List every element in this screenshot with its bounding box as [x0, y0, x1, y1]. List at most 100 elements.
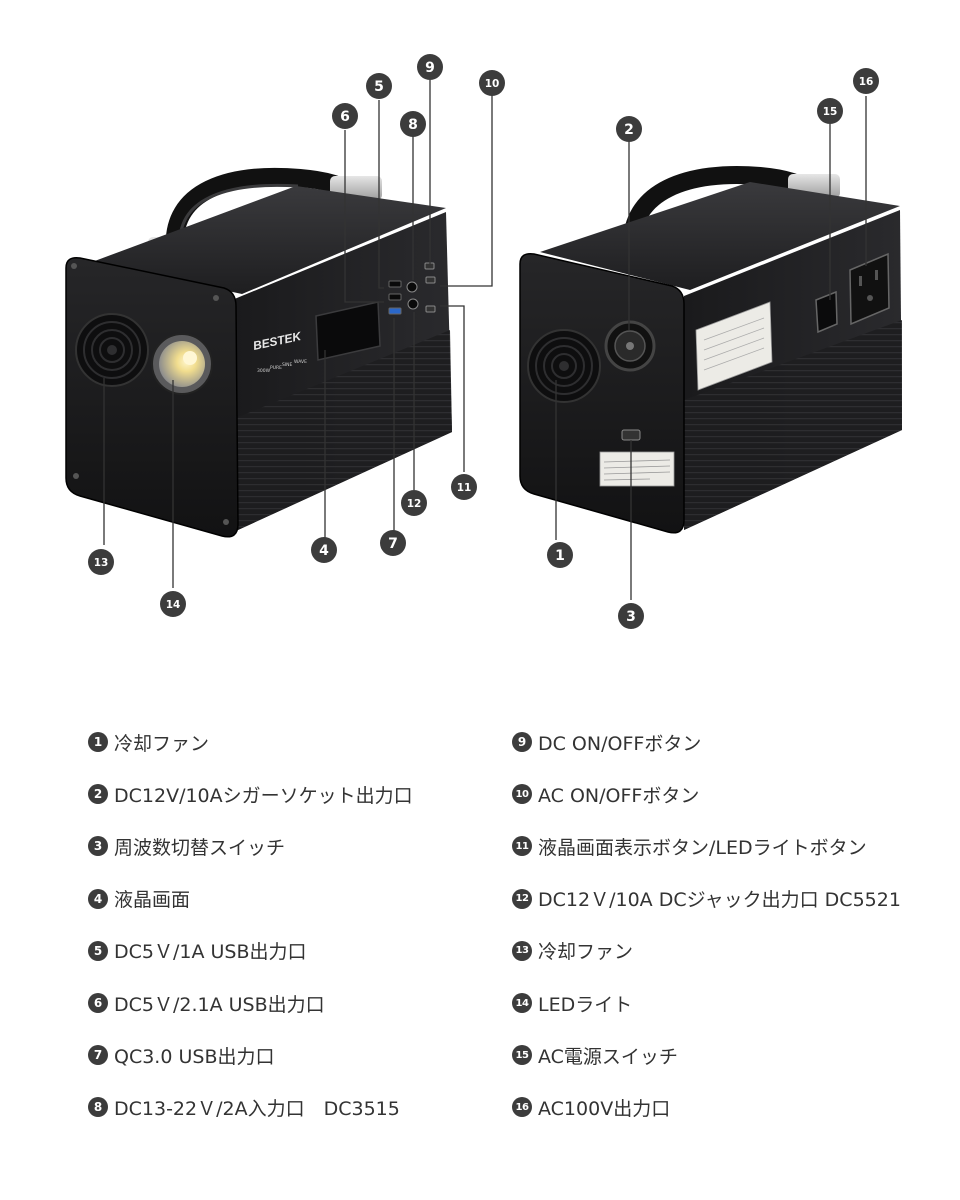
legend-text: 周波数切替スイッチ: [114, 836, 286, 859]
legend-text: AC100V出力口: [538, 1097, 671, 1120]
screws: [71, 263, 229, 525]
ac-onoff-button: [425, 276, 436, 284]
cooling-fan-front: [75, 313, 149, 387]
callout-5: 5: [366, 73, 392, 99]
legend-number-badge: 5: [88, 940, 108, 961]
legend-number-badge: 4: [88, 888, 108, 909]
legend-number-badge: 13: [512, 940, 532, 961]
svg-text:11: 11: [457, 482, 472, 494]
callout-12: 12: [401, 490, 427, 516]
device-front-view: BESTEK 300W PURE SINE WAVE: [65, 167, 452, 538]
legend-item: 4 液晶画面: [88, 873, 413, 925]
svg-text:12: 12: [407, 498, 422, 510]
legend-number-badge: 6: [88, 993, 108, 1014]
led-light: [151, 333, 213, 395]
port-panel: [388, 262, 436, 315]
callout-1: 1: [547, 542, 573, 568]
svg-text:9: 9: [425, 60, 435, 76]
svg-text:13: 13: [94, 557, 109, 569]
legend-number-badge: 11: [512, 836, 532, 857]
legend-text: AC電源スイッチ: [538, 1045, 678, 1068]
legend-item: 2 DC12V/10Aシガーソケット出力口: [88, 768, 413, 820]
callout-4: 4: [311, 537, 337, 563]
usb-port-5v-1a: [388, 280, 402, 288]
cigar-socket: [604, 320, 656, 372]
callout-15: 15: [817, 98, 843, 124]
legend-text: DC ON/OFFボタン: [538, 732, 702, 755]
ac-outlet: [849, 252, 890, 326]
legend-text: DC5Ｖ/2.1A USB出力口: [114, 993, 325, 1016]
warning-label: [599, 451, 675, 487]
lcd-label-wave: WAVE: [294, 359, 307, 365]
legend-number-badge: 1: [88, 732, 108, 753]
svg-text:3: 3: [626, 609, 636, 625]
legend-item: 15 AC電源スイッチ: [512, 1029, 901, 1081]
legend-item: 11 液晶画面表示ボタン/LEDライトボタン: [512, 820, 901, 872]
callout-lines: [103, 80, 867, 600]
svg-text:2: 2: [624, 122, 634, 138]
ac-power-switch: [815, 290, 838, 334]
legend-item: 6 DC5Ｖ/2.1A USB出力口: [88, 977, 413, 1029]
legend-item: 14 LEDライト: [512, 977, 901, 1029]
legend-item: 12 DC12Ｖ/10A DCジャック出力口 DC5521: [512, 873, 901, 925]
product-illustration: BESTEK 300W PURE SINE WAVE: [65, 54, 902, 629]
legend-text: DC12Ｖ/10A DCジャック出力口 DC5521: [538, 889, 901, 912]
callout-6: 6: [332, 103, 358, 129]
lcd-label-pure: PURE: [270, 365, 282, 371]
lcd-screen: [315, 301, 381, 361]
legend-number-badge: 15: [512, 1045, 532, 1066]
legend-text: 冷却ファン: [538, 941, 634, 964]
legend-number-badge: 12: [512, 888, 532, 909]
legend-item: 13 冷却ファン: [512, 925, 901, 977]
legend-number-badge: 10: [512, 784, 532, 805]
light-button: [425, 305, 436, 313]
callout-13: 13: [88, 549, 114, 575]
dc-jack-port: [407, 298, 419, 310]
callout-8: 8: [400, 111, 426, 137]
legend-item: 1 冷却ファン: [88, 716, 413, 768]
svg-text:6: 6: [340, 109, 350, 125]
legend-number-badge: 14: [512, 993, 532, 1014]
legend-text: 冷却ファン: [114, 732, 210, 755]
dc-input-port: [406, 281, 418, 293]
spec-label: [695, 301, 773, 391]
callout-badges: 1 2 3 4 5 6 7 8 9 10 11 12 13 14 15 16: [88, 54, 879, 629]
svg-text:7: 7: [388, 536, 398, 552]
lcd-label-300w: 300W: [257, 368, 271, 374]
legend-text: DC12V/10Aシガーソケット出力口: [114, 784, 413, 807]
callout-14: 14: [160, 591, 186, 617]
callout-10: 10: [479, 70, 505, 96]
usb-port-qc3: [388, 307, 402, 315]
device-rear-view: [519, 166, 902, 534]
legend-text: QC3.0 USB出力口: [114, 1045, 275, 1068]
cooling-fan-rear: [527, 329, 601, 403]
callout-11: 11: [451, 474, 477, 500]
svg-text:8: 8: [408, 117, 418, 133]
legend-number-badge: 2: [88, 784, 108, 805]
legend-text: 液晶画面: [114, 889, 191, 912]
lcd-label-sine: SINE: [282, 362, 293, 368]
svg-text:5: 5: [374, 79, 384, 95]
callout-2: 2: [616, 116, 642, 142]
svg-text:1: 1: [555, 548, 565, 564]
legend-item: 10 AC ON/OFFボタン: [512, 768, 901, 820]
legend-text: AC ON/OFFボタン: [538, 784, 700, 807]
svg-text:15: 15: [823, 106, 838, 118]
usb-port-5v-2a: [388, 293, 402, 301]
legend-text: LEDライト: [538, 993, 633, 1016]
legend-number-badge: 16: [512, 1097, 532, 1118]
callout-7: 7: [380, 530, 406, 556]
legend-text: 液晶画面表示ボタン/LEDライトボタン: [538, 836, 867, 859]
callout-9: 9: [417, 54, 443, 80]
legend-number-badge: 7: [88, 1045, 108, 1066]
svg-text:16: 16: [859, 76, 874, 88]
legend-text: DC13-22Ｖ/2A入力口 DC3515: [114, 1097, 400, 1120]
svg-text:14: 14: [166, 599, 181, 611]
frequency-switch: [621, 429, 641, 441]
